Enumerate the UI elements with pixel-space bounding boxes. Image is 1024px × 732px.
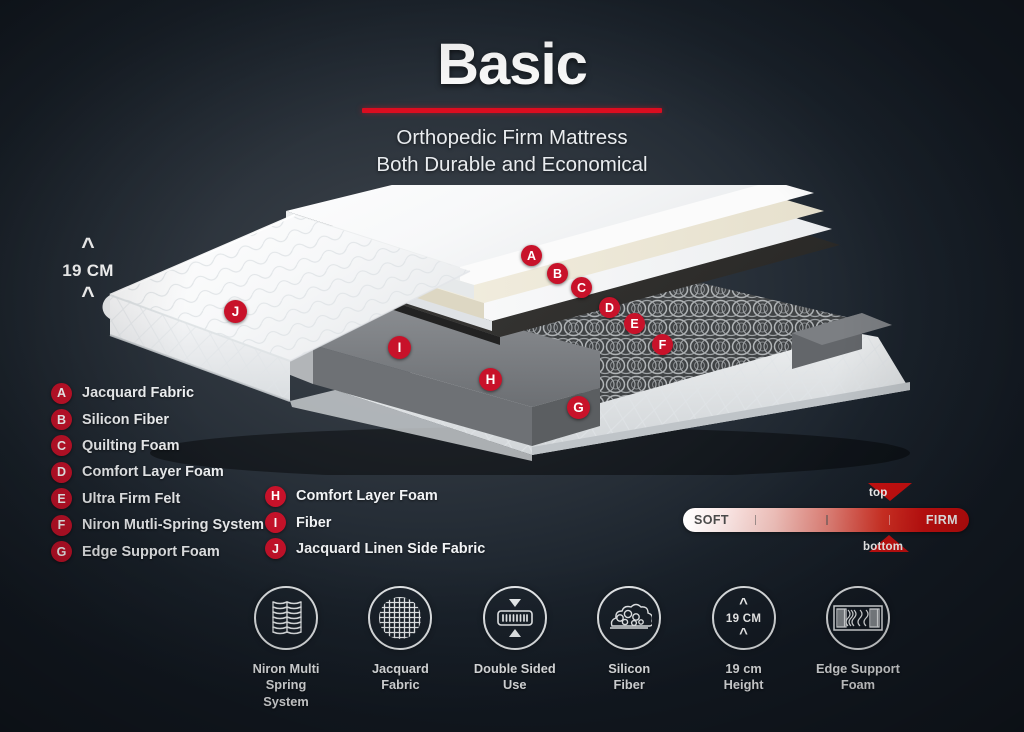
legend-label-h: Comfort Layer Foam	[296, 488, 438, 505]
legend-item-a: A Jacquard Fabric	[51, 380, 264, 406]
feature-label-line2: Fiber	[613, 677, 645, 693]
legend-secondary: H Comfort Layer Foam I Fiber J Jacquard …	[265, 483, 485, 562]
legend-item-b: B Silicon Fiber	[51, 406, 264, 432]
callout-badge-G: G	[567, 396, 590, 419]
chevron-up-icon-lower: ^	[81, 282, 95, 308]
legend-label-g: Edge Support Foam	[82, 543, 220, 560]
feature-label-line2: Foam	[840, 677, 876, 693]
legend-label-f: Niron Mutli-Spring System	[82, 517, 265, 534]
legend-label-d: Comfort Layer Foam	[82, 464, 224, 481]
callout-badge-H: H	[479, 368, 502, 391]
feature-niron-multi-spring-system: Niron Multi Spring System	[232, 586, 340, 710]
height-arrows-icon: ^ 19 CM ^	[711, 586, 776, 650]
fiber-cloud-icon	[597, 586, 662, 650]
legend-badge-h: H	[265, 485, 286, 507]
feature-label-line2: System	[263, 693, 309, 709]
legend-badge-d: D	[51, 461, 72, 483]
feature-label-line1: Jacquard	[371, 661, 429, 676]
feature-label-line2: Fabric	[381, 677, 420, 693]
height-marker: ^ 19 CM ^	[50, 233, 126, 308]
subtitle-line-2: Both Durable and Economical	[376, 153, 648, 177]
coil-spring-icon	[254, 586, 318, 650]
firmness-scale: top SOFT FIRM bottom	[683, 483, 969, 561]
woven-mesh-icon	[368, 586, 433, 650]
legend-item-f: F Niron Mutli-Spring System	[51, 512, 264, 538]
feature-silicon-fiber: Silicon Fiber	[575, 586, 683, 710]
legend-item-c: C Quilting Foam	[51, 433, 264, 459]
feature-label-line1: Silicon	[608, 661, 651, 676]
firm-label: FIRM	[925, 513, 958, 527]
legend-label-a: Jacquard Fabric	[82, 385, 195, 402]
feature-double-sided-use: Double Sided Use	[461, 586, 569, 710]
legend-badge-a: A	[51, 382, 72, 404]
edge-support-icon	[825, 586, 890, 650]
callout-badge-J: J	[224, 300, 247, 323]
legend-item-i: I Fiber	[265, 509, 485, 535]
legend-badge-c: C	[51, 435, 72, 457]
legend-label-i: Fiber	[296, 514, 332, 531]
callout-badge-F: F	[652, 334, 673, 355]
feature-edge-support-foam: Edge Support Foam	[804, 586, 912, 710]
bottom-marker-label: bottom	[863, 541, 904, 553]
height-icon-value: 19 CM	[725, 612, 762, 625]
legend-badge-e: E	[51, 488, 72, 510]
legend-label-e: Ultra Firm Felt	[82, 490, 181, 507]
legend-badge-i: I	[265, 512, 286, 534]
callout-badge-E: E	[624, 313, 645, 334]
feature-label-line1: Double Sided	[473, 661, 556, 676]
legend-label-j: Jacquard Linen Side Fabric	[296, 540, 486, 557]
chevron-up-icon: ^	[81, 233, 95, 259]
bottom-marker-triangle-icon	[869, 535, 909, 552]
firmness-tick-3	[888, 515, 891, 525]
legend-label-b: Silicon Fiber	[82, 411, 170, 428]
soft-label: SOFT	[694, 513, 729, 527]
callout-badge-C: C	[571, 277, 592, 298]
feature-jacquard-fabric: Jacquard Fabric	[346, 586, 454, 710]
feature-label-line2: Use	[503, 677, 527, 693]
callout-badge-B: B	[547, 263, 568, 284]
mattress-diagram	[80, 185, 960, 475]
feature-label-line1: Niron Multi Spring	[252, 661, 320, 693]
feature-label-line1: Edge Support	[816, 661, 900, 676]
legend-badge-j: J	[265, 538, 286, 560]
double-sided-icon	[482, 586, 547, 650]
feature-label-line1: 19 cm	[725, 661, 762, 676]
subtitle-line-1: Orthopedic Firm Mattress	[396, 126, 628, 149]
header: Basic Orthopedic Firm Mattress Both Dura…	[0, 36, 1024, 179]
legend-badge-b: B	[51, 409, 72, 431]
legend-label-c: Quilting Foam	[82, 437, 180, 454]
title-underline	[362, 108, 662, 113]
top-marker-label: top	[869, 487, 888, 499]
firmness-bar: SOFT FIRM	[683, 508, 969, 532]
height-marker-value: 19 CM	[62, 261, 114, 280]
callout-badge-D: D	[599, 297, 620, 318]
feature-list: Niron Multi Spring System Jacquard Fabri…	[232, 586, 912, 710]
callout-badge-A: A	[521, 245, 542, 266]
legend-primary: A Jacquard Fabric B Silicon Fiber C Quil…	[51, 380, 264, 565]
chevron-up-icon: ^	[739, 594, 748, 612]
legend-badge-g: G	[51, 541, 72, 563]
legend-item-j: J Jacquard Linen Side Fabric	[265, 536, 485, 562]
page-title: Basic	[437, 32, 588, 97]
legend-item-g: G Edge Support Foam	[51, 538, 264, 564]
legend-item-e: E Ultra Firm Felt	[51, 486, 264, 512]
legend-item-h: H Comfort Layer Foam	[265, 483, 485, 509]
chevron-up-icon-2: ^	[739, 624, 748, 642]
top-marker-triangle-icon	[868, 483, 912, 501]
feature-height: ^ 19 CM ^ 19 cm Height	[690, 586, 798, 710]
legend-badge-f: F	[51, 514, 72, 536]
firmness-tick-2	[826, 515, 828, 525]
legend-item-d: D Comfort Layer Foam	[51, 459, 264, 485]
feature-label-line2: Height	[723, 677, 764, 693]
callout-badge-I: I	[388, 336, 411, 359]
firmness-tick-1	[754, 515, 756, 525]
